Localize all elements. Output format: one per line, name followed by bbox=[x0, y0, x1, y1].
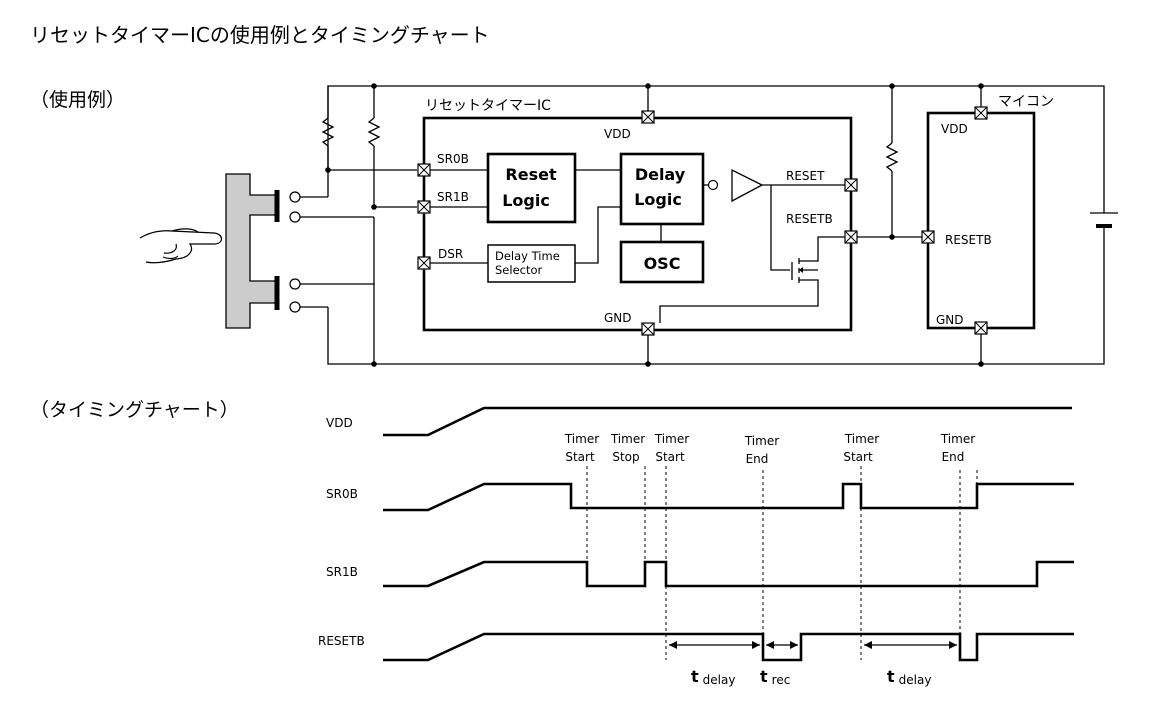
delay-logic-label-1: Delay bbox=[635, 165, 686, 184]
battery-icon bbox=[1090, 212, 1118, 228]
microcontroller-box bbox=[926, 111, 1036, 330]
mcu-title: マイコン bbox=[998, 94, 1054, 110]
waveform-sr1b bbox=[383, 560, 1074, 588]
selector-label-1: Delay Time bbox=[495, 249, 560, 263]
reset-timer-ic-box bbox=[422, 116, 853, 332]
event-4-line2: End bbox=[746, 452, 769, 466]
reset-logic-label-2: Logic bbox=[502, 191, 550, 210]
pin-sr1b-square bbox=[417, 200, 431, 214]
signal-name-vdd: VDD bbox=[326, 416, 353, 430]
buffer-icon bbox=[707, 168, 764, 203]
pin-sr0b-square bbox=[417, 163, 431, 177]
delay-time-selector-block bbox=[487, 244, 576, 283]
pin-reset-label: RESET bbox=[786, 169, 825, 183]
event-1-line1: Timer bbox=[564, 432, 599, 446]
event-5-line1: Timer bbox=[844, 432, 879, 446]
pin-dsr-square bbox=[417, 256, 431, 270]
osc-block bbox=[619, 240, 705, 284]
section-usage-heading: （使用例） bbox=[30, 89, 125, 111]
vdd-rail bbox=[327, 85, 1105, 213]
pin-sr0b-label: SR0B bbox=[437, 152, 469, 166]
event-6-line1: Timer bbox=[940, 432, 975, 446]
mcu-pin-gnd-square bbox=[974, 321, 988, 335]
event-3-line1: Timer bbox=[654, 432, 689, 446]
mcu-pin-resetb-label: RESETB bbox=[945, 233, 992, 247]
ic-title: リセットタイマーIC bbox=[425, 98, 551, 114]
interval-arrow-delay-2 bbox=[864, 641, 957, 649]
page-title: リセットタイマーICの使用例とタイミングチャート bbox=[30, 23, 490, 47]
signal-name-sr0b: SR0B bbox=[326, 487, 358, 501]
interval-arrow-rec bbox=[766, 641, 798, 649]
osc-label: OSC bbox=[644, 254, 681, 273]
pin-reset-square bbox=[844, 178, 858, 192]
pin-gnd-label: GND bbox=[604, 311, 632, 325]
signal-name-resetb: RESETB bbox=[318, 634, 365, 648]
delay-logic-label-2: Logic bbox=[634, 190, 682, 209]
mcu-pin-vdd-label: VDD bbox=[941, 122, 968, 136]
waveform-sr0b bbox=[383, 482, 1074, 512]
pin-gnd-square bbox=[641, 322, 655, 336]
event-2-line1: Timer bbox=[610, 432, 645, 446]
delay-logic-block bbox=[619, 152, 705, 226]
section-timing-heading: （タイミングチャート） bbox=[30, 399, 239, 421]
event-2-line2: Stop bbox=[612, 450, 639, 464]
event-3-line2: Start bbox=[655, 450, 685, 464]
pin-sr1b-label: SR1B bbox=[437, 190, 469, 204]
timing-chart: VDD SR0B SR1B RESETB Timer Start Timer S… bbox=[318, 406, 1074, 687]
event-5-line2: Start bbox=[843, 450, 873, 464]
pin-resetb-label: RESETB bbox=[786, 212, 833, 226]
reset-logic-label-1: Reset bbox=[505, 165, 557, 184]
waveform-vdd bbox=[383, 406, 1072, 437]
interval-arrow-delay-1 bbox=[669, 641, 760, 649]
selector-label-2: Selector bbox=[495, 263, 543, 277]
resistor-icon bbox=[367, 86, 381, 207]
event-1-line2: Start bbox=[565, 450, 595, 464]
reset-logic-block bbox=[486, 152, 577, 224]
mcu-pin-vdd-square bbox=[974, 106, 988, 120]
resistor-icon bbox=[885, 86, 899, 237]
mcu-pin-gnd-label: GND bbox=[936, 313, 964, 327]
event-4-line1: Timer bbox=[744, 434, 779, 448]
mosfet-icon bbox=[659, 185, 845, 323]
pin-vdd-label: VDD bbox=[604, 127, 631, 141]
pin-vdd-square bbox=[641, 110, 655, 124]
selector-to-delay-wire bbox=[575, 206, 621, 264]
finger-hand-icon bbox=[139, 228, 223, 264]
waveform-resetb bbox=[383, 632, 1074, 662]
resistor-icon bbox=[321, 86, 335, 170]
gnd-rail bbox=[327, 226, 1105, 365]
pin-dsr-label: DSR bbox=[438, 247, 463, 261]
push-switch-icon bbox=[225, 173, 301, 329]
event-6-line2: End bbox=[942, 450, 965, 464]
signal-name-sr1b: SR1B bbox=[326, 565, 358, 579]
pin-resetb-square bbox=[844, 230, 858, 244]
circuit-diagram: リセットタイマーIC VDD SR0B SR1B DSR RESET RESET… bbox=[139, 83, 1118, 367]
mcu-pin-resetb-square bbox=[921, 230, 935, 244]
